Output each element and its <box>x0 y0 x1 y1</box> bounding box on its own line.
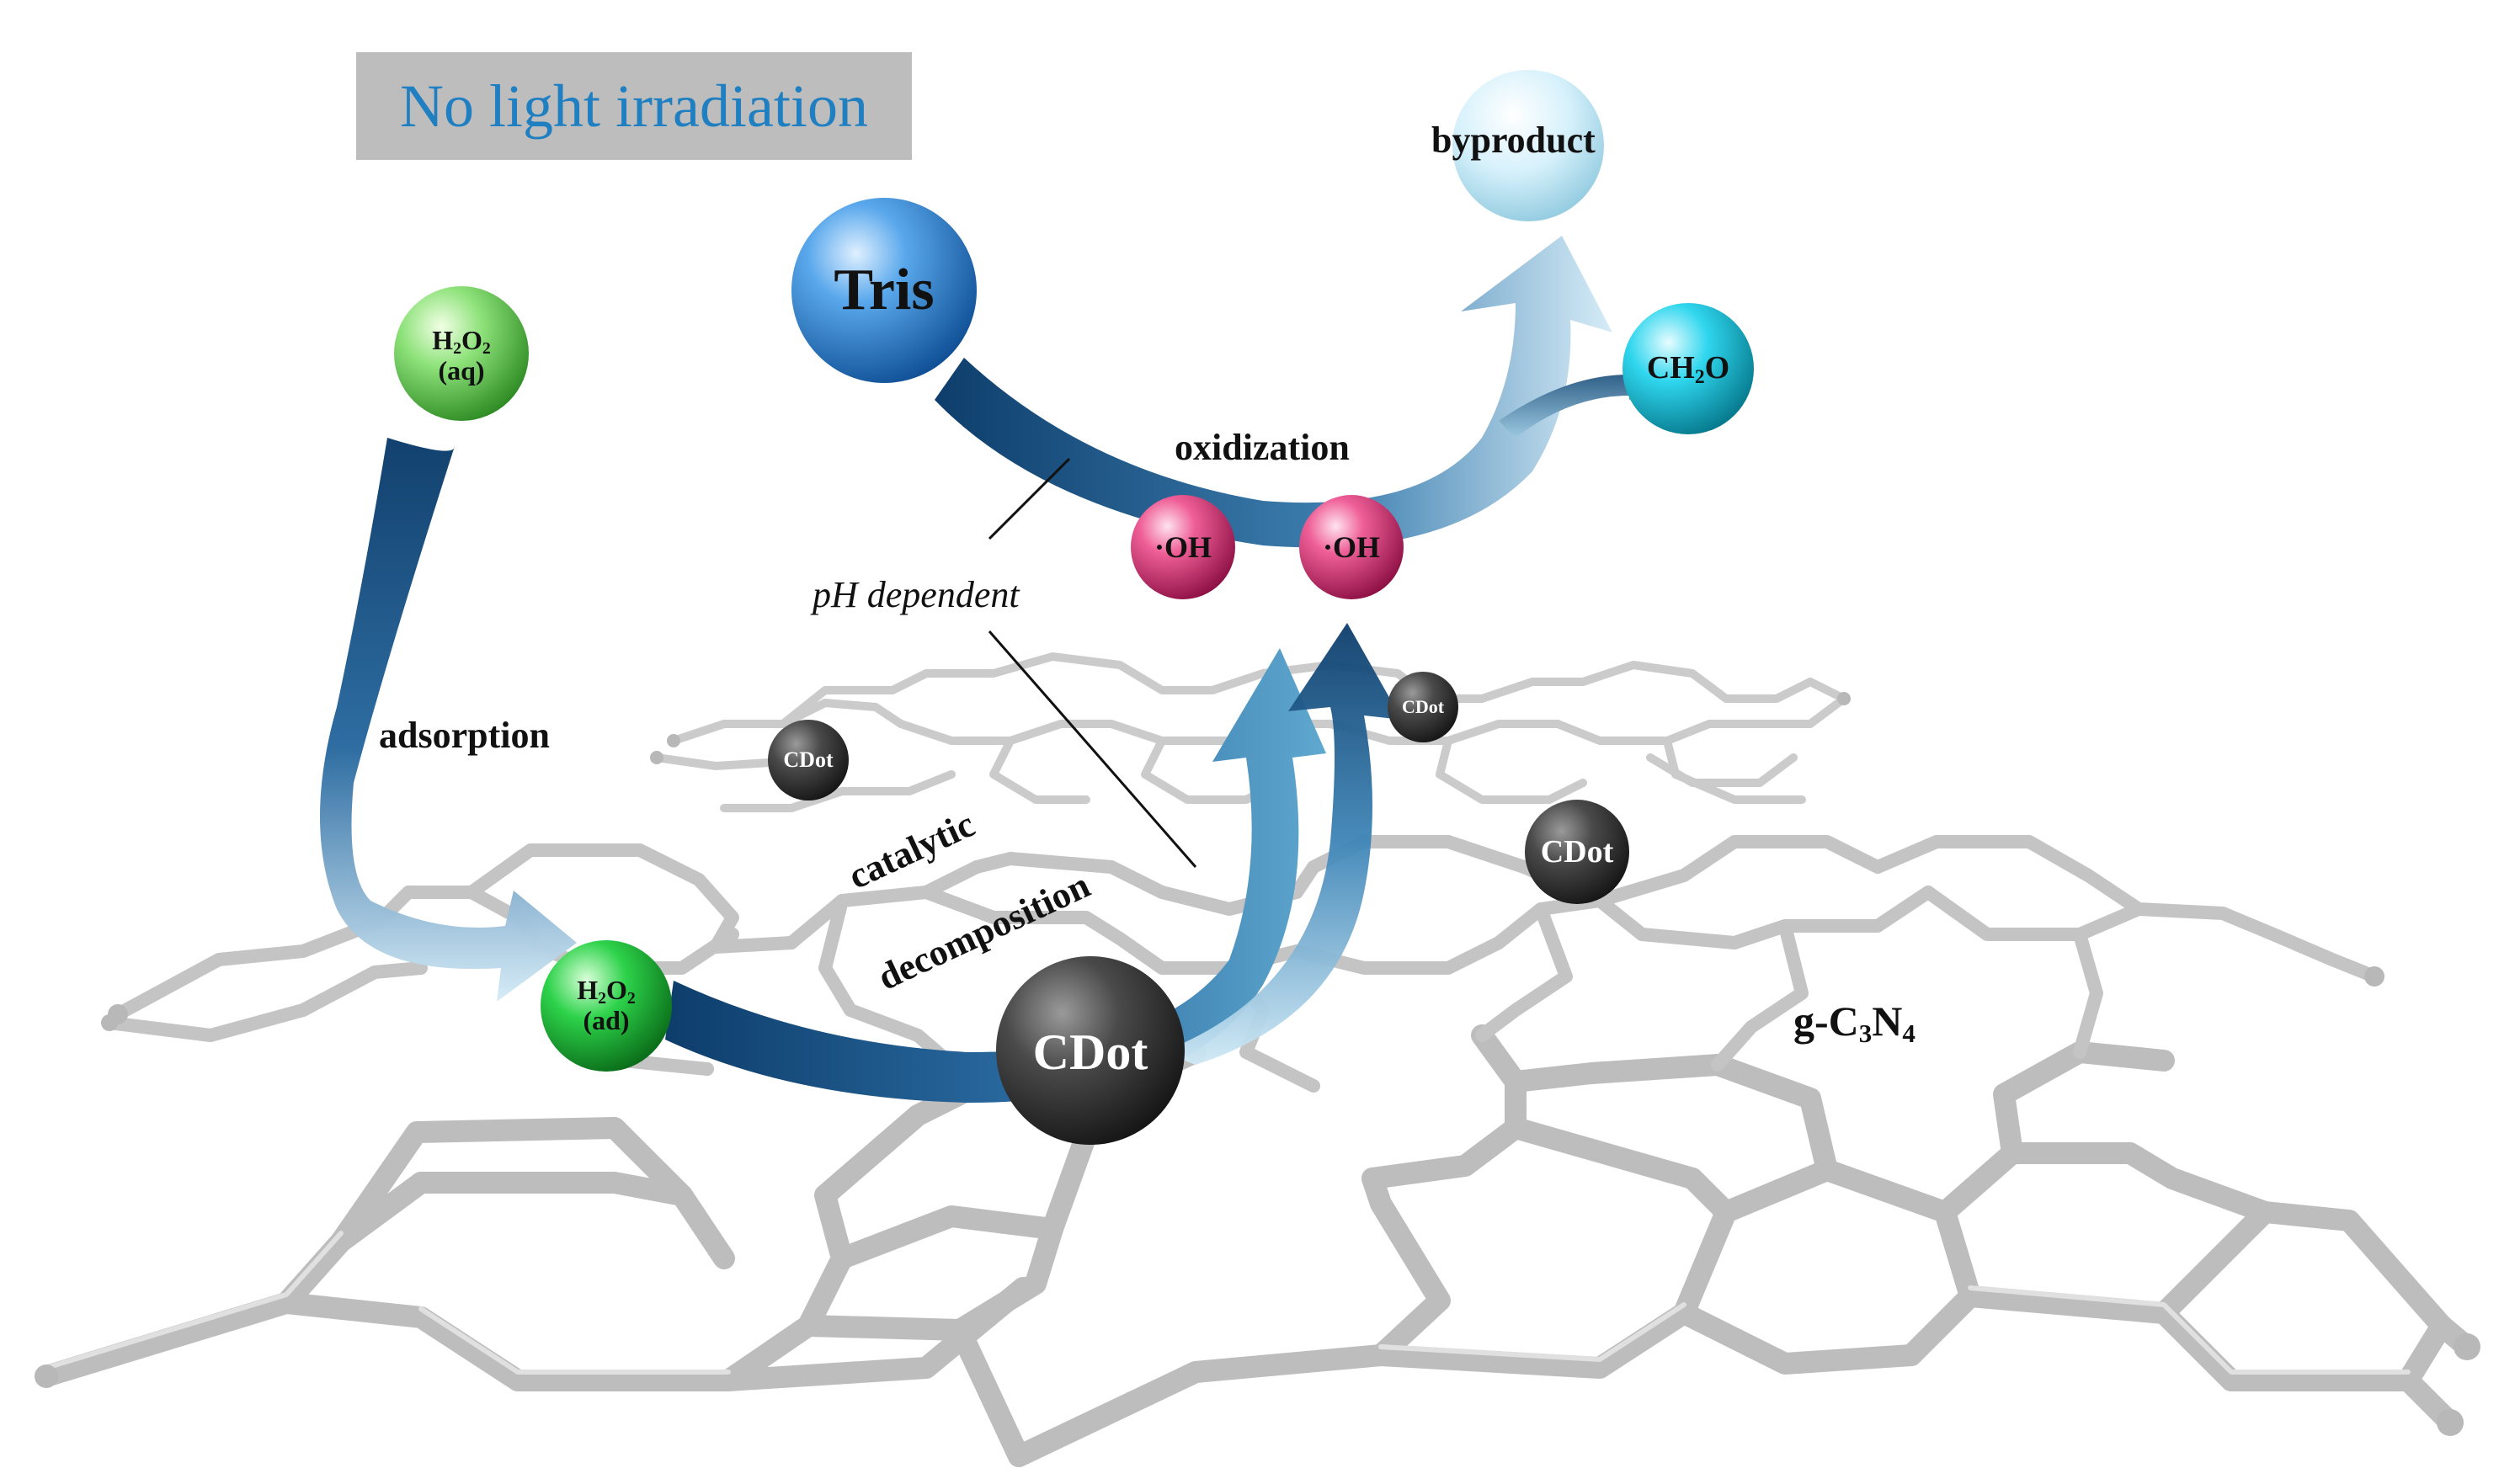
cdot-right-label: CDot <box>1540 834 1614 870</box>
ph-dependent-label: pH dependent <box>813 574 1020 615</box>
cdot-right-sphere <box>1525 800 1629 904</box>
h2o2-aq-label: H2O2 (aq) <box>411 327 512 384</box>
byproduct-label: byproduct <box>1431 120 1596 161</box>
spheres <box>394 70 1754 1145</box>
no-light-banner: No light irradiation <box>356 52 912 160</box>
oh-right-sphere <box>1299 495 1404 599</box>
cdot-top-small-sphere <box>1388 672 1458 742</box>
h2o2-ad-label: H2O2 (ad) <box>556 976 657 1034</box>
cdot-large-sphere <box>996 956 1185 1145</box>
tris-label: Tris <box>834 258 935 322</box>
cdot-top-small-label: CDot <box>1401 696 1445 717</box>
ch2o-label: CH2O <box>1646 350 1730 388</box>
h2o2-ad-sphere <box>541 940 672 1072</box>
h2o2-ad-state: (ad) <box>583 1005 630 1035</box>
adsorption-label: adsorption <box>379 715 550 756</box>
ph-leader-lines <box>988 457 1197 868</box>
cdot-left-small-label: CDot <box>783 747 834 772</box>
h2o2-aq-state: (aq) <box>438 355 485 386</box>
oxidization-label: oxidization <box>1175 427 1350 468</box>
oh-right-label: ·OH <box>1322 530 1380 564</box>
ch2o-sphere <box>1622 303 1754 434</box>
byproduct-sphere <box>1452 70 1604 221</box>
h2o2-ad-formula: H2O2 <box>577 975 636 1008</box>
arrow-oxidization <box>935 236 1684 548</box>
arrow-catalytic-decomposition <box>665 623 1402 1103</box>
cdot-left-small-sphere <box>768 720 849 801</box>
cdot-large-label: CDot <box>1032 1024 1148 1080</box>
arrow-adsorption <box>320 438 577 1002</box>
h2o2-aq-sphere <box>394 286 529 421</box>
h2o2-aq-formula: H2O2 <box>432 325 491 358</box>
oh-left-label: ·OH <box>1154 530 1212 564</box>
tris-sphere <box>791 198 977 383</box>
g-c3n4-lattice <box>35 652 2480 1467</box>
g-c3n4-label: g-C3N4 <box>1793 997 1916 1048</box>
oh-left-sphere <box>1131 495 1235 599</box>
